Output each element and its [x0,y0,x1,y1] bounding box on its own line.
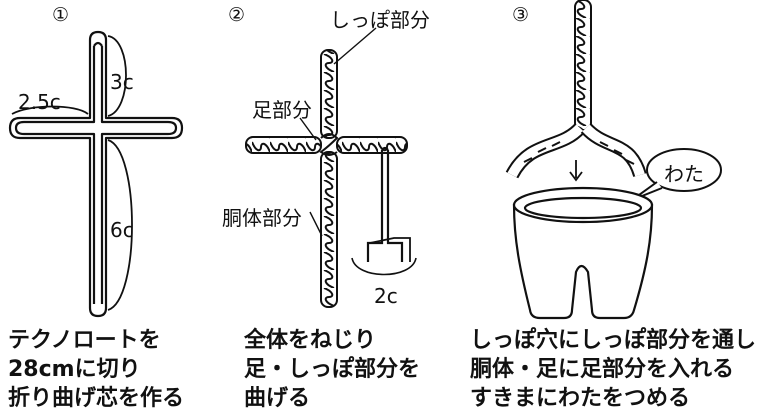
caption-line: しっぽ穴にしっぽ部分を通し [470,328,757,353]
step-2-caption: 全体をねじり 足・しっぽ部分を 曲げる [244,326,420,413]
caption-line: 28cmに切り [8,357,141,382]
caption-line: 胴体・足に足部分を入れる [470,357,735,382]
caption-line: 全体をねじり [244,328,377,353]
step-number-2: ② [228,4,246,26]
cotton-bubble [631,148,722,201]
caption-line: 足・しっぽ部分を [244,357,421,382]
step-1-caption: テクノロートを 28cmに切り 折り曲げ芯を作る [8,326,184,413]
label-cotton: わた [664,162,704,186]
folded-wire-cross [8,30,184,318]
caption-line: すきまにわたをつめる [470,386,691,411]
label-bend-length: 2c [374,284,398,308]
body-pot [512,186,654,320]
twisted-wire [245,49,408,308]
label-bottom-length: 6c [110,218,134,242]
step-3-caption: しっぽ穴にしっぽ部分を通し 胴体・足に足部分を入れる すきまにわたをつめる [470,326,756,413]
measure-brackets [11,35,133,311]
insert-arrow [569,160,583,182]
leader-lines [299,27,377,237]
step-number-3: ③ [512,4,530,26]
leg-rope [505,122,647,179]
tail-rope [574,0,592,131]
caption-line: 折り曲げ芯を作る [8,386,185,411]
label-body-part: 胴体部分 [222,206,302,230]
label-tail-part: しっぽ部分 [330,8,430,32]
label-leg-part: 足部分 [252,98,312,122]
caption-line: 曲げる [244,386,311,411]
bent-leg-detail [351,146,417,276]
step-number-1: ① [52,4,70,26]
label-arm-length: 2.5c [18,90,61,114]
caption-line: テクノロートを [8,328,161,353]
label-top-length: 3c [110,70,134,94]
